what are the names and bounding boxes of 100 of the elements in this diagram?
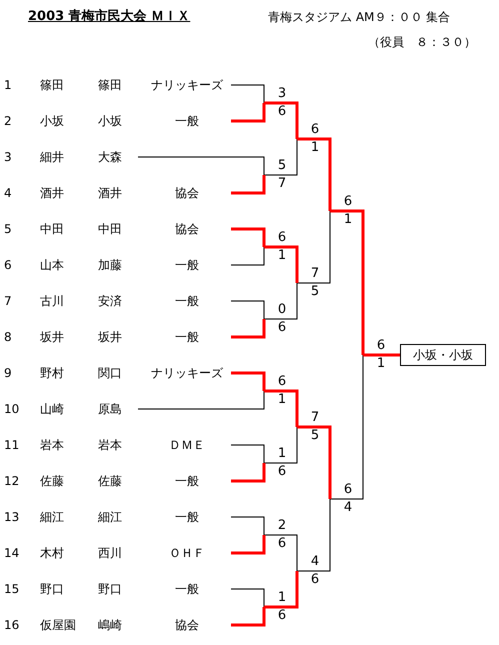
bracket-line bbox=[363, 354, 400, 356]
score: 4 bbox=[342, 500, 354, 516]
player-name: 細江 bbox=[40, 509, 65, 525]
entry-number: 5 bbox=[4, 221, 13, 237]
player-name: 野口 bbox=[98, 581, 123, 597]
entry-number: 3 bbox=[4, 149, 13, 165]
player-name: 岩本 bbox=[98, 437, 123, 453]
player-name: 嶋崎 bbox=[98, 617, 123, 633]
bracket-line bbox=[264, 282, 298, 320]
entry-number: 2 bbox=[4, 113, 13, 129]
score: 0 bbox=[276, 302, 288, 318]
bracket-line bbox=[138, 390, 264, 410]
team-name: 一般 bbox=[174, 293, 200, 309]
team-name: ナリッキーズ bbox=[150, 77, 224, 93]
player-name: 酒井 bbox=[98, 185, 123, 201]
entry-number: 4 bbox=[4, 185, 13, 201]
player-name: 加藤 bbox=[98, 257, 123, 273]
score: 3 bbox=[276, 86, 288, 102]
score: 5 bbox=[310, 428, 320, 444]
title: 2003 青梅市民大会 ＭＩＸ bbox=[28, 9, 190, 25]
entry-number: 11 bbox=[4, 437, 20, 453]
score: 6 bbox=[276, 104, 288, 120]
score: 4 bbox=[310, 554, 320, 570]
bracket-line bbox=[138, 156, 264, 176]
team-name: 協会 bbox=[174, 617, 200, 633]
score: 6 bbox=[276, 374, 288, 390]
entry-number: 13 bbox=[4, 509, 20, 525]
entry-number: 1 bbox=[4, 77, 13, 93]
team-name: 一般 bbox=[174, 257, 200, 273]
score: 7 bbox=[276, 176, 288, 192]
score: 1 bbox=[342, 212, 354, 228]
player-name: 原島 bbox=[98, 401, 123, 417]
score: 2 bbox=[276, 518, 288, 534]
bracket-line bbox=[264, 390, 298, 427]
player-name: 細江 bbox=[98, 509, 123, 525]
bracket-line bbox=[264, 426, 298, 464]
player-name: 酒井 bbox=[40, 185, 65, 201]
score: 6 bbox=[276, 320, 288, 336]
player-name: 坂井 bbox=[98, 329, 123, 345]
player-name: 大森 bbox=[98, 149, 123, 165]
bracket-line bbox=[297, 426, 332, 499]
score: 6 bbox=[310, 572, 320, 588]
score: 6 bbox=[342, 194, 354, 210]
player-name: 小坂 bbox=[40, 113, 65, 129]
score: 7 bbox=[310, 410, 320, 426]
player-name: 野口 bbox=[40, 581, 65, 597]
score: 6 bbox=[276, 230, 288, 246]
player-name: 坂井 bbox=[40, 329, 65, 345]
score: 1 bbox=[376, 356, 386, 372]
score: 1 bbox=[276, 392, 288, 408]
bracket-line bbox=[231, 175, 266, 194]
score: 6 bbox=[276, 608, 288, 624]
team-name: ナリッキーズ bbox=[150, 365, 224, 381]
venue-note: （役員 ８：３０） bbox=[368, 34, 476, 50]
entry-number: 7 bbox=[4, 293, 13, 309]
team-name: ＤＭＥ bbox=[168, 437, 206, 453]
score: 1 bbox=[276, 446, 288, 462]
entry-number: 8 bbox=[4, 329, 13, 345]
player-name: 佐藤 bbox=[40, 473, 65, 489]
player-name: 細井 bbox=[40, 149, 65, 165]
entry-number: 9 bbox=[4, 365, 13, 381]
team-name: 一般 bbox=[174, 509, 200, 525]
bracket-line bbox=[230, 444, 264, 464]
bracket-line bbox=[296, 210, 330, 284]
bracket-line bbox=[297, 138, 332, 211]
team-name: 一般 bbox=[174, 473, 200, 489]
player-name: 中田 bbox=[98, 221, 123, 237]
bracket-line bbox=[264, 138, 298, 176]
bracket-line bbox=[231, 607, 266, 626]
player-name: 西川 bbox=[98, 545, 123, 561]
player-name: 小坂 bbox=[98, 113, 123, 129]
score: 5 bbox=[276, 158, 288, 174]
score: 7 bbox=[310, 266, 320, 282]
entry-number: 6 bbox=[4, 257, 13, 273]
player-name: 山本 bbox=[40, 257, 65, 273]
player-name: 安済 bbox=[98, 293, 123, 309]
bracket-line bbox=[231, 228, 266, 247]
team-name: 一般 bbox=[174, 113, 200, 129]
player-name: 山崎 bbox=[40, 401, 65, 417]
bracket-line bbox=[264, 102, 298, 139]
player-name: 篠田 bbox=[40, 77, 65, 93]
player-name: 仮屋園 bbox=[40, 617, 77, 633]
player-name: 中田 bbox=[40, 221, 65, 237]
player-name: 篠田 bbox=[98, 77, 123, 93]
bracket-line bbox=[231, 319, 266, 338]
score: 6 bbox=[276, 536, 288, 552]
bracket-line bbox=[264, 246, 298, 283]
venue-note: 青梅スタジアム AM９：００ 集合 bbox=[268, 9, 450, 25]
team-name: 協会 bbox=[174, 185, 200, 201]
score: 6 bbox=[276, 464, 288, 480]
score: 1 bbox=[310, 140, 320, 156]
player-name: 関口 bbox=[98, 365, 123, 381]
bracket-line bbox=[230, 246, 264, 266]
bracket-line bbox=[330, 354, 364, 500]
score: 5 bbox=[310, 284, 320, 300]
player-name: 古川 bbox=[40, 293, 65, 309]
team-name: ＯＨＦ bbox=[168, 545, 206, 561]
entry-number: 16 bbox=[4, 617, 20, 633]
bracket-line bbox=[231, 103, 266, 122]
bracket-line bbox=[231, 535, 266, 554]
